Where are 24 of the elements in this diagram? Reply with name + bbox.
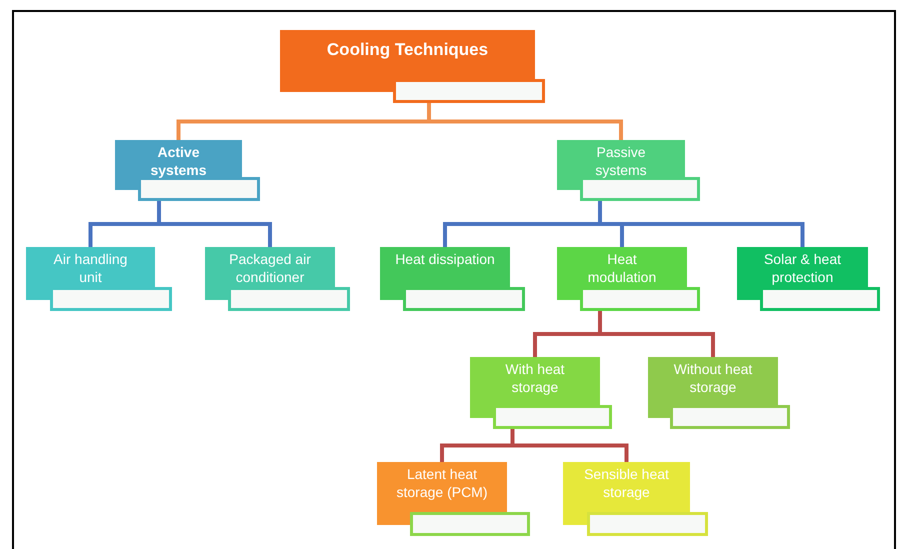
node-label: Air handling unit [52, 250, 128, 286]
node-label: Heat modulation [586, 250, 658, 286]
node-label: Active systems [149, 143, 208, 179]
tagged-box-drawing [563, 462, 708, 536]
tagged-box-drawing [557, 140, 700, 201]
node-label: Solar & heat protection [762, 250, 842, 286]
tagged-box-drawing [557, 247, 700, 311]
node-label: Heat dissipation [395, 250, 495, 268]
node-label: Without heat storage [672, 360, 754, 396]
tagged-box-drawing [470, 357, 612, 429]
node-label: Sensible heat storage [583, 465, 670, 501]
tagged-box-drawing [205, 247, 350, 311]
node-label: Cooling Techniques [326, 41, 488, 59]
tagged-box-drawing [26, 247, 172, 311]
tagged-box-drawing [377, 462, 530, 536]
tagged-box-drawing [280, 30, 545, 103]
node-label: Passive systems [594, 143, 648, 179]
tagged-box-drawing [115, 140, 260, 201]
tagged-box-drawing [648, 357, 790, 429]
node-label: With heat storage [504, 360, 566, 396]
tagged-box-drawing [380, 247, 525, 311]
node-label: Latent heat storage (PCM) [395, 465, 489, 501]
node-label: Packaged air conditioner [228, 250, 312, 286]
tagged-box-drawing [737, 247, 880, 311]
